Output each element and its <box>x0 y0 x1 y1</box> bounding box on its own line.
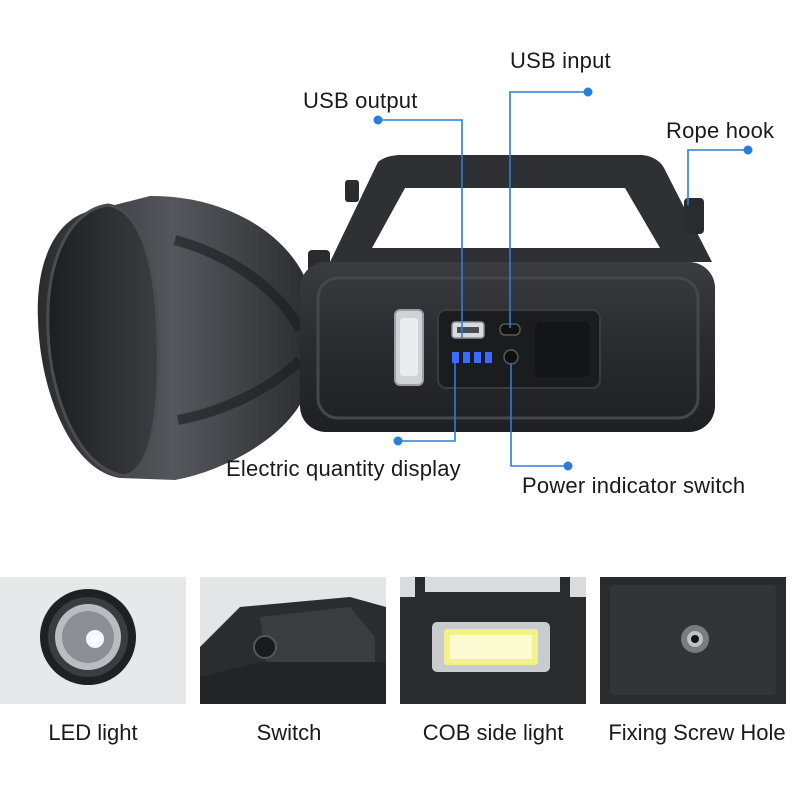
electric-quantity-leds <box>452 352 492 363</box>
thumb-cob-side-light <box>400 577 586 704</box>
thumb-led-light <box>0 577 186 704</box>
power-switch-label: Power indicator switch <box>522 473 746 498</box>
callout-lines <box>378 91 748 467</box>
thumb-fixing-screw-hole <box>600 577 786 704</box>
usb-output-label: USB output <box>303 88 418 113</box>
power-button <box>503 349 519 365</box>
usb-input-label: USB input <box>510 48 611 73</box>
rope-hook <box>684 198 704 234</box>
rope-hook-label: Rope hook <box>666 118 775 143</box>
caption-led-light: LED light <box>48 720 138 745</box>
thumb-switch <box>200 577 386 704</box>
electric-quantity-label: Electric quantity display <box>226 456 461 481</box>
flashlight-main-image <box>37 87 753 480</box>
caption-fixing-screw-hole: Fixing Screw Hole <box>608 720 786 745</box>
caption-cob-side-light: COB side light <box>422 720 564 745</box>
caption-switch: Switch <box>256 720 322 745</box>
lens-bezel <box>46 203 160 478</box>
